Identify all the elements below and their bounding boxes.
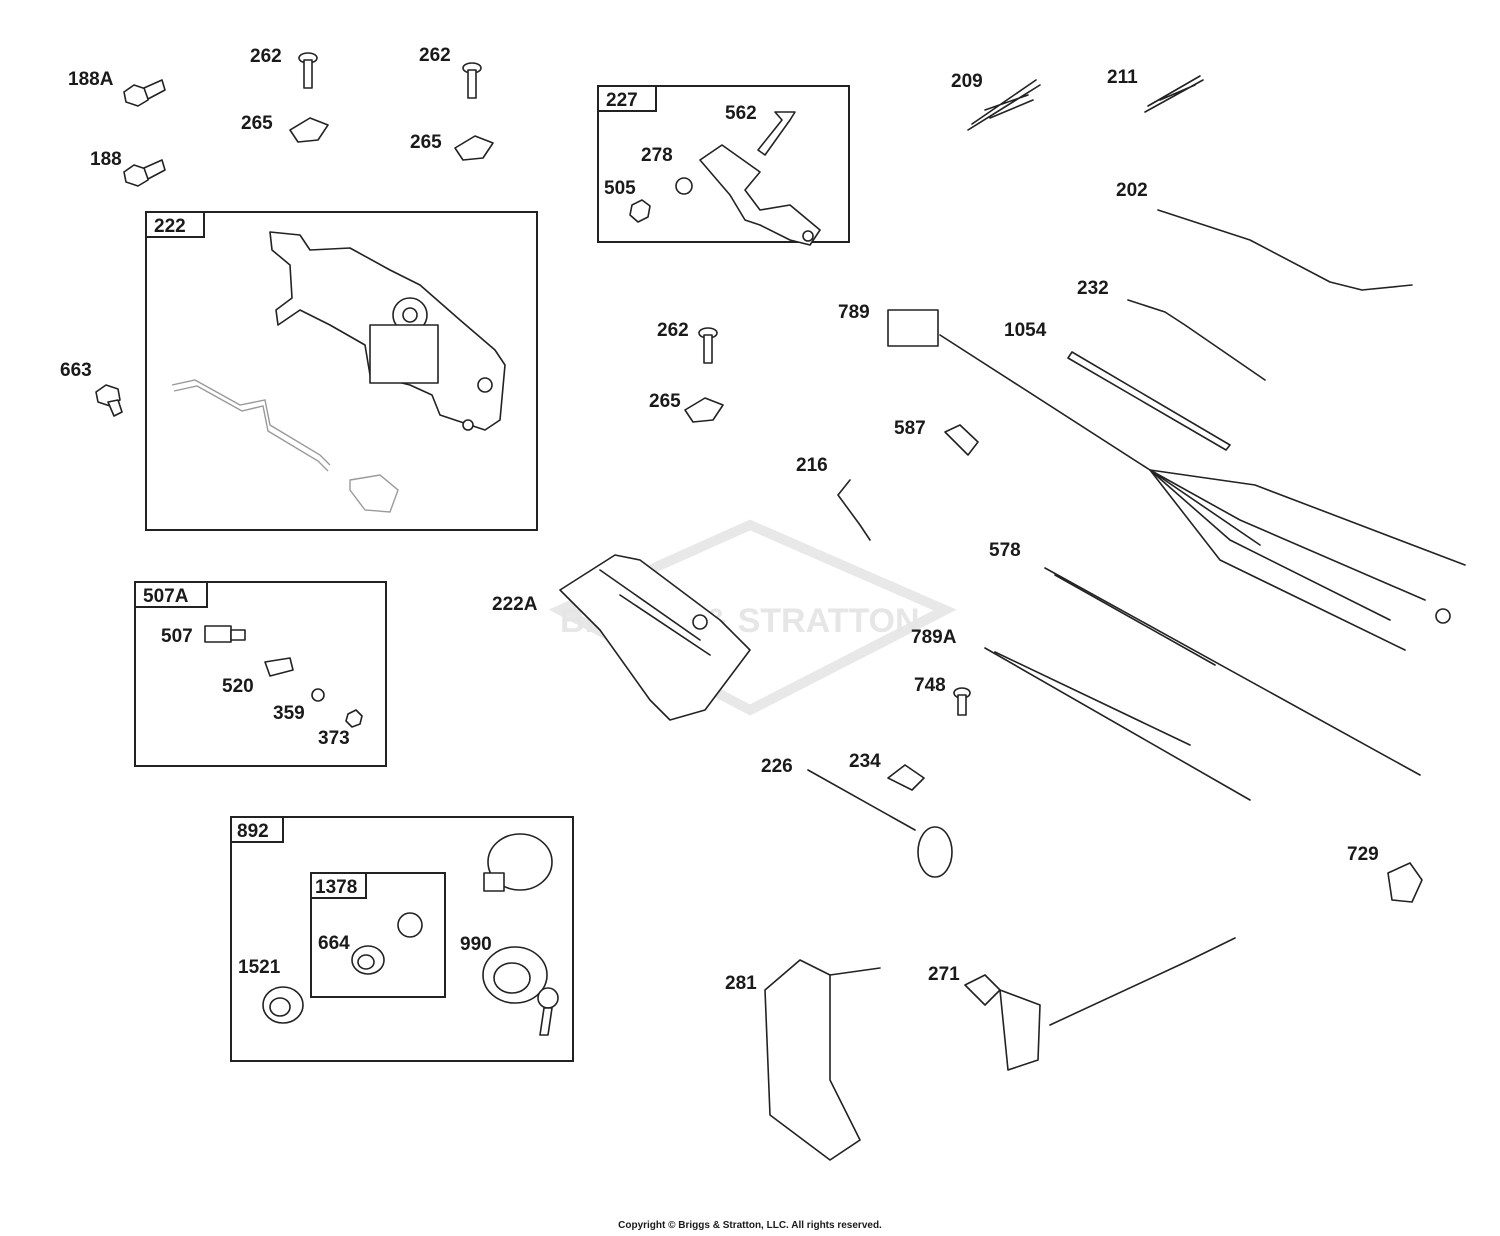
copyright-notice: Copyright © Briggs & Stratton, LLC. All … (618, 1220, 882, 1231)
throttle-rod-part (171, 379, 399, 513)
callout-507: 507 (161, 626, 193, 647)
wire-clip-216-part (837, 479, 871, 541)
lockwasher-part (311, 688, 325, 702)
callout-209: 209 (951, 71, 983, 92)
callout-265-c: 265 (649, 391, 681, 412)
callout-232: 232 (1077, 278, 1109, 299)
callout-226: 226 (761, 756, 793, 777)
callout-262-a: 262 (250, 46, 282, 67)
clip-265-c-part (684, 397, 724, 423)
nut-ring-part (351, 945, 385, 975)
callout-202: 202 (1116, 180, 1148, 201)
retaining-ring-part (397, 912, 423, 938)
screw-262-c-part (698, 327, 718, 364)
clip-265-a-part (289, 117, 329, 143)
screw-262-b-part (462, 62, 482, 99)
throttle-cable-271-part (964, 937, 1236, 1071)
callout-262-c: 262 (657, 320, 689, 341)
rod-226-part (807, 769, 953, 878)
wire-789a-part (984, 647, 1251, 801)
group-1378 (310, 872, 446, 998)
group-892-label: 892 (237, 821, 269, 842)
callout-labels: 188A 188 262 265 262 265 663 505 278 562… (60, 45, 1379, 994)
switch-part (204, 625, 246, 643)
nut-part (629, 199, 651, 223)
switch-nut-part (345, 709, 363, 728)
group-222-label: 222 (154, 216, 186, 237)
wire-578-branch-part (1054, 574, 1216, 666)
callout-664: 664 (318, 933, 350, 954)
wire-578-part (1044, 567, 1421, 776)
clamp-587-part (944, 424, 979, 456)
bezel-part (262, 986, 304, 1024)
callout-359: 359 (273, 703, 305, 724)
callout-789: 789 (838, 302, 870, 323)
callout-373: 373 (318, 728, 350, 749)
callout-271: 271 (928, 964, 960, 985)
screw-663-part (95, 384, 123, 417)
callout-520: 520 (222, 676, 254, 697)
wire-harness-789-part (887, 309, 1466, 651)
ignition-switch-part (483, 833, 553, 892)
control-bracket-part (269, 231, 506, 431)
spring-209-part (967, 79, 1041, 131)
callout-211: 211 (1107, 67, 1138, 88)
clip-265-b-part (454, 135, 494, 161)
callout-663: 663 (60, 360, 92, 381)
rod-202-part (1157, 209, 1413, 291)
callout-505: 505 (604, 178, 636, 199)
control-panel-222a-part (559, 554, 751, 721)
callout-278: 278 (641, 145, 673, 166)
callout-188a: 188A (68, 69, 114, 90)
bracket-281-part (764, 959, 881, 1161)
key-part (537, 987, 559, 1036)
pivot-pin-part (757, 111, 796, 156)
group-507a-label: 507A (143, 586, 189, 607)
cable-tie-1054-part (1067, 351, 1231, 451)
callout-265-b: 265 (410, 132, 442, 153)
callout-281: 281 (725, 973, 757, 994)
group-892: 892 1378 (230, 816, 574, 1062)
callout-562: 562 (725, 103, 757, 124)
screw-748-part (953, 687, 971, 716)
terminal-part (264, 657, 294, 677)
washer-part (675, 177, 693, 195)
callout-789a: 789A (911, 627, 957, 648)
callout-234: 234 (849, 751, 881, 772)
callout-1521: 1521 (238, 957, 281, 978)
cover-729-part (1387, 862, 1423, 903)
spring-211-part (1144, 75, 1204, 113)
group-227: 227 (597, 85, 850, 246)
callout-990: 990 (460, 934, 492, 955)
callout-265-a: 265 (241, 113, 273, 134)
screw-188a-part (123, 79, 166, 107)
callout-729: 729 (1347, 844, 1379, 865)
wire-789a-branch-part (994, 651, 1191, 746)
callout-578: 578 (989, 540, 1021, 561)
throttle-lever-part (699, 144, 821, 246)
callout-748: 748 (914, 675, 946, 696)
callout-262-b: 262 (419, 45, 451, 66)
group-507a: 507A (134, 581, 387, 767)
group-227-label: 227 (606, 90, 638, 111)
callout-587: 587 (894, 418, 926, 439)
callout-216: 216 (796, 455, 828, 476)
screw-188-part (123, 159, 166, 187)
group-1378-label: 1378 (315, 877, 357, 898)
callout-1054: 1054 (1004, 320, 1047, 341)
ignition-housing-part (482, 946, 548, 1004)
group-222: 222 (145, 211, 538, 531)
spring-232-part (1127, 299, 1266, 381)
callout-222a: 222A (492, 594, 538, 615)
screw-262-a-part (298, 52, 318, 89)
callout-188: 188 (90, 149, 122, 170)
clip-234-part (887, 764, 925, 791)
